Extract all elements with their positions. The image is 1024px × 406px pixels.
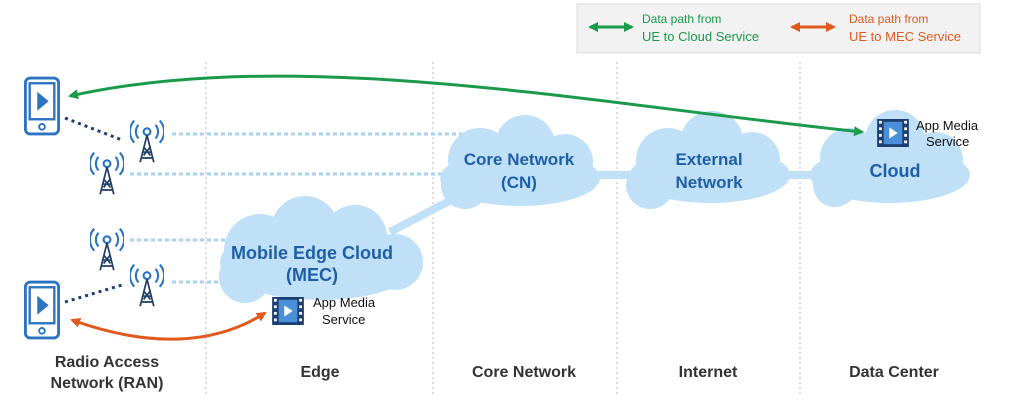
core-column-label: Core Network (472, 364, 576, 381)
external-network-cloud-label-line2: Network (675, 173, 743, 192)
ue-links (64, 116, 123, 304)
datacenter-column-label: Data Center (849, 364, 939, 381)
mec-cloud-label-line1: Mobile Edge Cloud (231, 243, 393, 263)
ran-column-label-line1: Radio Access (55, 354, 159, 371)
mec-cloud-label-line2: (MEC) (286, 265, 338, 285)
core-network-cloud-label-line1: Core Network (464, 150, 575, 169)
ran-column-label-line2: Network (RAN) (51, 375, 164, 392)
cell-tower-icon (90, 227, 124, 272)
mec-cloud (219, 196, 423, 303)
cell-tower-icon (90, 151, 124, 196)
app-media-service-icon (272, 297, 304, 325)
mec-service-label-line1: App Media (313, 295, 376, 310)
phone-icon (24, 76, 60, 136)
cell-tower-icon (130, 119, 164, 164)
internet-column-label: Internet (679, 364, 738, 381)
cloud-service-label-line2: Service (926, 134, 969, 149)
legend-cloud-path-line1: Data path from (642, 12, 721, 26)
cloud-data-path-arrow (68, 74, 864, 137)
external-network-cloud-label-line1: External (675, 150, 742, 169)
cloud-service-label-line1: App Media (916, 118, 979, 133)
core-network-cloud-label-line2: (CN) (501, 173, 537, 192)
legend-cloud-path-line2: UE to Cloud Service (642, 29, 759, 44)
cell-tower-icon (130, 263, 164, 308)
mec-data-path-arrow (70, 311, 267, 341)
edge-column-label: Edge (300, 364, 339, 381)
legend-mec-path-line1: Data path from (849, 12, 928, 26)
phone-icon (24, 280, 60, 340)
external-network-cloud (626, 111, 790, 209)
mec-service-label-line2: Service (322, 312, 365, 327)
cloud-label: Cloud (870, 161, 921, 181)
app-media-service-icon (877, 119, 909, 147)
legend-mec-path-line2: UE to MEC Service (849, 29, 961, 44)
legend: Data path from UE to Cloud Service Data … (576, 3, 981, 54)
